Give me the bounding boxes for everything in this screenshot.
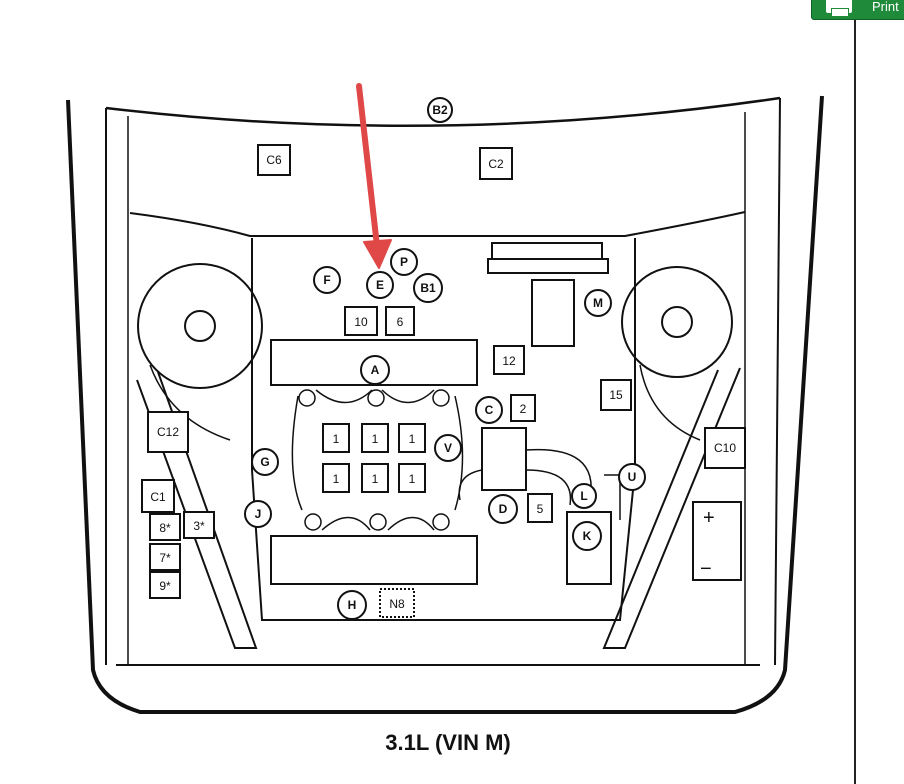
- svg-text:9*: 9*: [159, 579, 171, 593]
- page-border-line: [854, 0, 856, 784]
- svg-text:G: G: [260, 455, 269, 469]
- red-pointer-arrow-icon: [356, 83, 392, 269]
- k-block: [566, 511, 612, 585]
- svg-text:3*: 3*: [193, 519, 205, 533]
- svg-text:N8: N8: [389, 597, 405, 611]
- svg-text:C6: C6: [266, 153, 282, 167]
- relay-1-r1c3: 1: [398, 423, 426, 453]
- printer-icon: [826, 0, 852, 17]
- relay-1-r2c1: 1: [322, 463, 350, 493]
- svg-text:C12: C12: [157, 425, 179, 439]
- battery-minus-icon: −: [700, 558, 712, 580]
- svg-text:C2: C2: [488, 157, 504, 171]
- label-f: F: [313, 266, 341, 294]
- label-a: A: [360, 355, 390, 385]
- right-strut-tower: [621, 266, 733, 441]
- box-c12: C12: [147, 411, 189, 453]
- engine-compartment-diagram: + − B2 F P E B1 M A C V G U J D L K H C6…: [66, 83, 824, 714]
- label-u: U: [618, 463, 646, 491]
- svg-text:H: H: [348, 598, 357, 612]
- svg-text:2: 2: [520, 402, 527, 416]
- svg-text:6: 6: [397, 315, 404, 329]
- label-d: D: [488, 494, 518, 524]
- engine-block: [251, 238, 636, 621]
- svg-text:A: A: [371, 363, 380, 377]
- label-k: K: [572, 521, 602, 551]
- box-3: 3*: [183, 511, 215, 539]
- upper-bar: [270, 339, 478, 386]
- label-e: E: [366, 271, 394, 299]
- svg-text:C10: C10: [714, 441, 736, 455]
- c-relay-block: [481, 427, 527, 491]
- svg-text:1: 1: [372, 472, 379, 486]
- lower-bar: [270, 535, 478, 585]
- label-h: H: [337, 590, 367, 620]
- box-5: 5: [527, 493, 553, 523]
- svg-text:12: 12: [502, 354, 516, 368]
- relay-1-r2c3: 1: [398, 463, 426, 493]
- box-12: 12: [493, 345, 525, 375]
- box-6: 6: [385, 306, 415, 336]
- battery: + −: [692, 501, 742, 581]
- box-9: 9*: [149, 571, 181, 599]
- svg-text:1: 1: [333, 432, 340, 446]
- print-button[interactable]: Print: [811, 0, 904, 20]
- relay-1-r1c2: 1: [361, 423, 389, 453]
- box-8: 8*: [149, 513, 181, 541]
- svg-text:10: 10: [354, 315, 368, 329]
- air-inlet: [487, 242, 609, 347]
- diagram-caption: 3.1L (VIN M): [385, 730, 511, 755]
- svg-text:8*: 8*: [159, 521, 171, 535]
- svg-text:1: 1: [372, 432, 379, 446]
- svg-text:M: M: [593, 296, 603, 310]
- svg-text:7*: 7*: [159, 551, 171, 565]
- label-v: V: [434, 434, 462, 462]
- label-b2: B2: [427, 97, 453, 123]
- svg-text:1: 1: [333, 472, 340, 486]
- svg-text:B1: B1: [420, 281, 436, 295]
- box-10: 10: [344, 306, 378, 336]
- relay-1-r2c2: 1: [361, 463, 389, 493]
- box-c6: C6: [257, 144, 291, 176]
- svg-text:F: F: [323, 273, 330, 287]
- frame-rails: [136, 367, 741, 649]
- box-n8: N8: [379, 588, 415, 618]
- svg-text:C1: C1: [150, 490, 166, 504]
- svg-text:K: K: [583, 529, 592, 543]
- svg-text:B2: B2: [432, 103, 448, 117]
- battery-plus-icon: +: [703, 507, 715, 529]
- svg-text:5: 5: [537, 502, 544, 516]
- svg-text:V: V: [444, 441, 452, 455]
- compartment-outline: [66, 95, 824, 714]
- box-c1: C1: [141, 479, 175, 513]
- svg-text:E: E: [376, 278, 384, 292]
- label-c: C: [475, 396, 503, 424]
- svg-text:1: 1: [409, 432, 416, 446]
- svg-text:J: J: [255, 507, 262, 521]
- svg-text:L: L: [580, 489, 587, 503]
- svg-text:P: P: [400, 255, 408, 269]
- box-2: 2: [510, 394, 536, 422]
- label-b1: B1: [413, 273, 443, 303]
- box-7: 7*: [149, 543, 181, 571]
- svg-text:15: 15: [609, 388, 623, 402]
- label-m: M: [584, 289, 612, 317]
- label-j: J: [244, 500, 272, 528]
- svg-text:1: 1: [409, 472, 416, 486]
- box-c2: C2: [479, 147, 513, 180]
- box-15: 15: [600, 379, 632, 411]
- svg-text:D: D: [499, 502, 508, 516]
- print-button-label: Print: [872, 0, 899, 14]
- svg-text:C: C: [485, 403, 494, 417]
- label-l: L: [571, 483, 597, 509]
- relay-1-r1c1: 1: [322, 423, 350, 453]
- box-c10: C10: [704, 427, 746, 469]
- label-g: G: [251, 448, 279, 476]
- relay-grid: 1 1 1 1 1 1: [322, 423, 426, 493]
- label-p: P: [390, 248, 418, 276]
- svg-text:U: U: [628, 470, 637, 484]
